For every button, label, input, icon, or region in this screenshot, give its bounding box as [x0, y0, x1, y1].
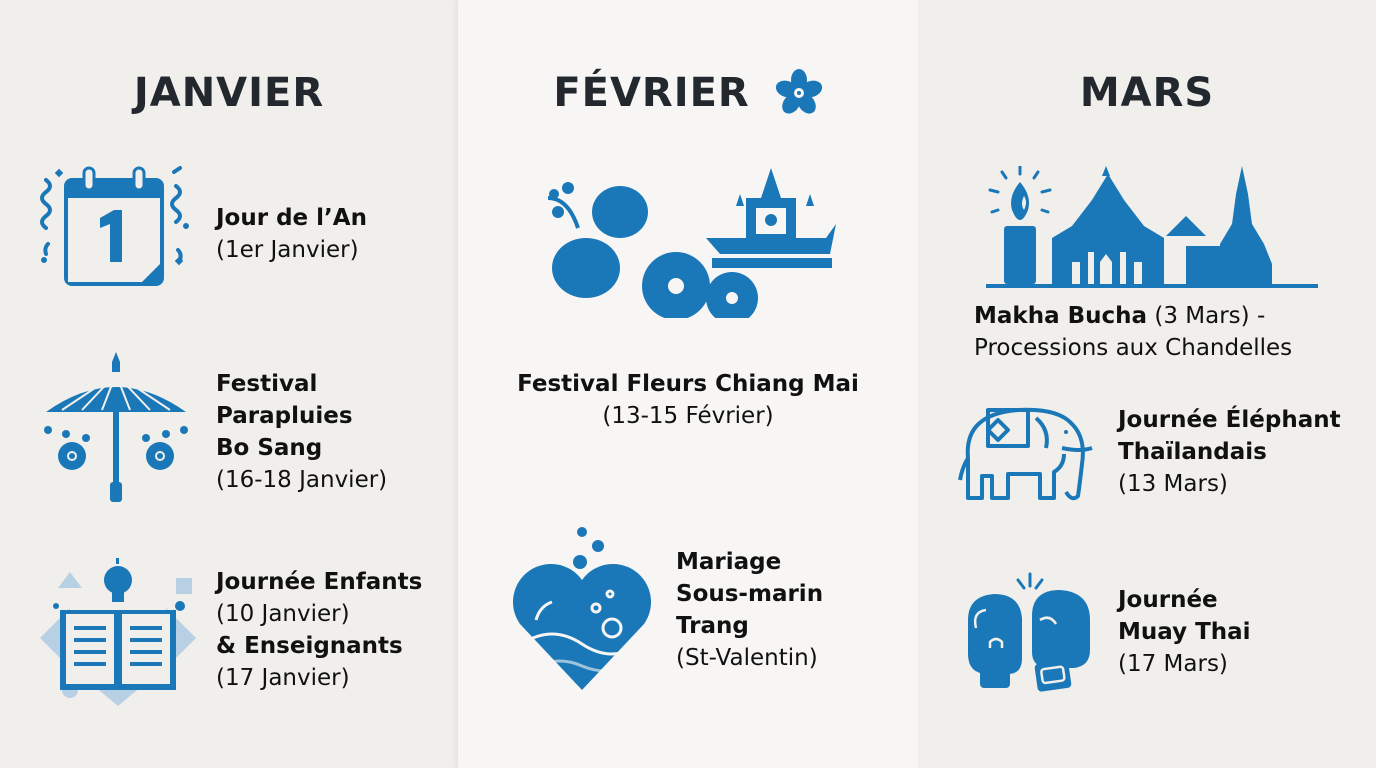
heart-water-icon	[512, 527, 652, 690]
umbrella-icon	[44, 352, 188, 502]
event-festival-fleurs: Festival Fleurs Chiang Mai (13-15 Févrie…	[517, 371, 859, 429]
blossom-icon	[775, 69, 822, 114]
flowers-boat-icon	[547, 168, 836, 318]
candle-temple-icon	[986, 166, 1318, 288]
month-title: MARS	[1079, 70, 1215, 116]
event-festival-parapluies: Festival Parapluies Bo Sang (16-18 Janvi…	[216, 371, 388, 493]
event-jour-de-lan: Jour de l’An (1er Janvier)	[216, 205, 367, 263]
event-mariage-sous-marin: Mariage Sous-marin Trang (St-Valentin)	[676, 549, 824, 671]
event-journee-enfants-enseignants: Journée Enfants (10 Janvier) & Enseignan…	[216, 569, 423, 691]
event-makha-bucha: Makha Bucha (3 Mars) - Processions aux C…	[974, 303, 1293, 361]
event-journee-muay-thai: Journée Muay Thai (17 Mars)	[1118, 587, 1251, 677]
column-mars: MARS Makha Bucha (3 Mars) - Processio	[918, 0, 1376, 768]
column-fevrier: FÉVRIER	[458, 0, 918, 768]
boxing-gloves-icon	[968, 572, 1090, 692]
elephant-icon	[958, 407, 1093, 501]
month-title: JANVIER	[133, 70, 325, 116]
month-title: FÉVRIER	[458, 68, 918, 117]
calendar-icon	[40, 166, 189, 286]
event-journee-elephant: Journée Éléphant Thaïlandais (13 Mars)	[1118, 407, 1341, 497]
column-janvier: JANVIER Jour de l’An (1er Janvier)	[0, 0, 458, 768]
book-lightbulb-icon	[40, 558, 196, 706]
